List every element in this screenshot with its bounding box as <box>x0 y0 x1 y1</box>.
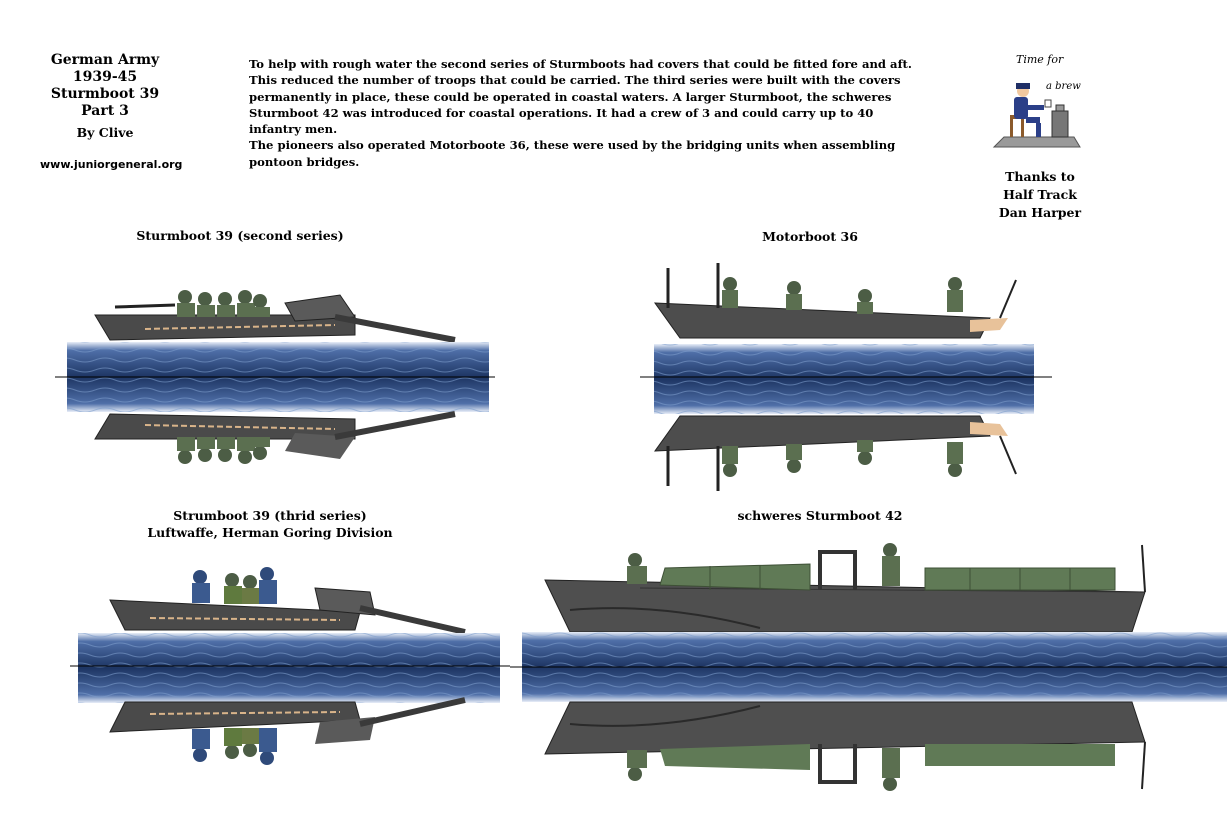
machine-gun-icon <box>114 303 176 309</box>
boat-reflection <box>109 697 466 765</box>
credit-name-2: Dan Harper <box>998 205 1082 220</box>
figure-label-schweres-sturmboot-42: schweres Sturmboot 42 <box>737 508 903 523</box>
figure-label-motorboot-36: Motorboot 36 <box>762 229 858 244</box>
title-line-4: Part 3 <box>81 103 129 119</box>
soldier-with-tea-icon: Time for a brew <box>992 53 1081 148</box>
credit-name-1: Half Track <box>1003 187 1077 202</box>
soldiers-group <box>722 277 963 314</box>
figure-schweres-sturmboot-42 <box>510 543 1227 791</box>
outboard-motor <box>284 294 456 343</box>
title-line-1: German Army <box>50 52 160 68</box>
description: To help with rough water the second seri… <box>249 56 929 170</box>
soldiers-group <box>192 567 277 604</box>
boat-reflection <box>653 415 1017 491</box>
boat-hull <box>94 314 356 341</box>
title-line-3: Sturmboot 39 <box>50 86 160 102</box>
title-line-2: 1939-45 <box>72 69 138 85</box>
title-block: German Army 1939-45 Sturmboot 39 Part 3 … <box>40 52 170 141</box>
credits: Thanks to Half Track Dan Harper <box>985 168 1095 222</box>
boat-hull <box>109 587 466 635</box>
cockpit-frame <box>818 544 1146 593</box>
boat-reflection <box>544 701 1146 791</box>
canvas-covers <box>659 563 1116 591</box>
boat-hull <box>653 263 1017 339</box>
crew-group <box>627 543 900 586</box>
author: By Clive <box>76 125 134 140</box>
figure-label-sturmboot-39-second: Sturmboot 39 (second series) <box>136 228 344 243</box>
brew-illustration: Time for a brew <box>990 45 1090 155</box>
website-link[interactable]: www.juniorgeneral.org <box>40 158 183 171</box>
figure-sturmboot-39-third <box>70 567 510 765</box>
figure-motorboot-36 <box>640 263 1052 491</box>
figure-label-line-1: Strumboot 39 (thrid series) <box>173 508 367 523</box>
antenna-icon <box>1141 544 1146 593</box>
thanks-heading: Thanks to <box>1005 169 1075 184</box>
figure-sturmboot-39-second <box>55 290 495 464</box>
boat-reflection <box>94 411 456 464</box>
description-paragraph-1: To help with rough water the second seri… <box>249 57 912 137</box>
brew-text-2: a brew <box>1046 81 1081 92</box>
brew-text-1: Time for <box>1016 53 1064 66</box>
figure-label-sturmboot-39-third: Strumboot 39 (thrid series) Luftwaffe, H… <box>100 507 440 541</box>
figure-label-line-2: Luftwaffe, Herman Goring Division <box>147 525 393 540</box>
soldiers-group <box>114 290 270 317</box>
description-paragraph-2: The pioneers also operated Motorboote 36… <box>249 138 896 169</box>
